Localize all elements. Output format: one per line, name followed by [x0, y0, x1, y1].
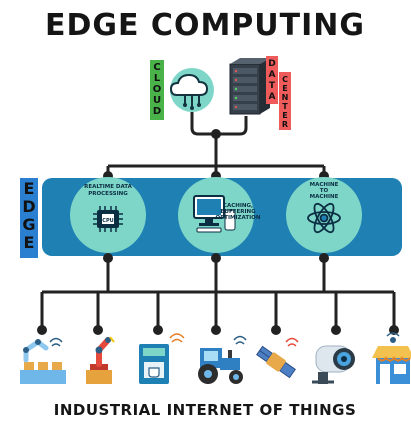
server-rack-icon — [229, 58, 270, 115]
node-label-realtime-2: PROCESSING — [88, 191, 128, 197]
node-label-caching-2: BUFFERING — [220, 209, 256, 215]
node-label-m2m-2: TO — [320, 188, 329, 194]
diagram-title: EDGE COMPUTING — [45, 8, 365, 43]
node-label-realtime-1: REALTIME DATA — [84, 184, 133, 190]
smart-store-icon — [372, 332, 411, 384]
edge-node-realtime: CPU REALTIME DATA PROCESSING — [70, 177, 146, 253]
data-letter: D — [268, 59, 275, 69]
edge-tag: EDGE — [20, 178, 38, 258]
cloud-letter: C — [153, 62, 160, 73]
svg-text:CPU: CPU — [102, 218, 113, 224]
center-letter: C — [282, 75, 288, 84]
satellite-icon — [256, 337, 299, 379]
coffee-machine-icon — [139, 333, 185, 384]
robot-arm-assembly-icon — [20, 337, 66, 384]
edge-letter: G — [22, 215, 35, 234]
center-letter: T — [282, 102, 288, 111]
center-letter: E — [282, 111, 287, 120]
cloud-icon — [169, 68, 214, 112]
data-label: DATA — [268, 59, 276, 102]
cloud-letter: O — [153, 84, 162, 95]
edge-tag-bg — [20, 178, 38, 258]
computer-icon — [193, 195, 236, 233]
cpu-icon: CPU — [93, 206, 123, 232]
tractor-icon — [198, 335, 247, 384]
edge-letter: D — [22, 197, 35, 216]
cloud-edge-connector — [103, 112, 329, 181]
robot-arm-welding-icon — [86, 336, 115, 384]
cloud-tag-bg — [150, 60, 164, 120]
atom-icon — [307, 202, 341, 234]
edge-letter: E — [24, 179, 35, 198]
center-letter: N — [282, 93, 289, 102]
center-tag-bg — [279, 72, 291, 130]
security-camera-icon — [312, 345, 355, 384]
node-label-m2m-1: MACHINE — [310, 182, 339, 188]
edge-node-m2m: MACHINE TO MACHINE — [286, 177, 362, 253]
center-letter: R — [282, 120, 288, 129]
edge-node-caching: CACHING, BUFFERING OPTIMIZATION — [178, 177, 261, 253]
data-letter: A — [269, 70, 276, 80]
cloud-letter: D — [153, 106, 161, 117]
data-letter: T — [269, 81, 276, 91]
node-label-caching-1: CACHING, — [223, 203, 253, 209]
diagram-subtitle: INDUSTRIAL INTERNET OF THINGS — [54, 401, 357, 419]
edge-device-connector — [37, 253, 399, 335]
edge-label: EDGE — [22, 179, 35, 252]
edge-letter: E — [24, 233, 35, 252]
data-letter: A — [269, 92, 276, 102]
node-label-caching-3: OPTIMIZATION — [216, 215, 261, 221]
cloud-letter: L — [154, 73, 161, 84]
data-tag-bg — [266, 56, 278, 104]
node-label-m2m-3: MACHINE — [310, 194, 339, 200]
center-letter: E — [282, 84, 287, 93]
cloud-letter: U — [153, 95, 161, 106]
